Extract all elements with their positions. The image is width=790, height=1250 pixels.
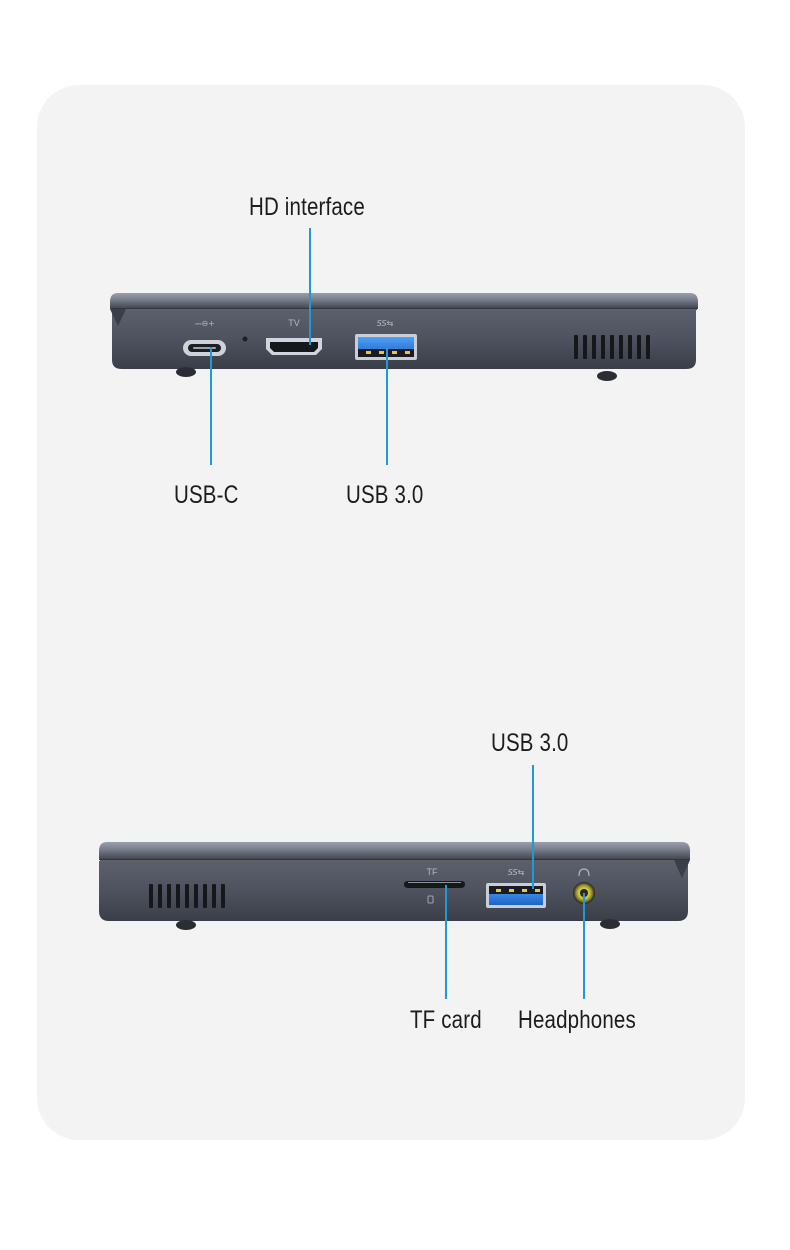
leader-line-headphones [583,893,585,999]
vent-grille-bottom [149,884,225,908]
ss-port-mark: SS⇆ [508,868,525,877]
ss-port-mark: SS⇆ [377,319,394,328]
vent-grille-top [574,335,650,359]
label-usb-c: USB-C [174,481,239,509]
label-usb-30-top: USB 3.0 [346,481,424,509]
leader-line-tf-card [445,885,447,999]
label-hd-interface: HD interface [249,193,365,221]
leader-line-usb-30-top [386,347,388,465]
bottom-device-lid [99,842,690,860]
led-indicator [242,336,248,342]
device-foot [597,371,617,381]
label-usb-30-bottom: USB 3.0 [491,729,569,757]
tf-port-mark: TF [427,867,438,877]
tv-port-mark: TV [288,318,300,328]
background-card [37,85,745,1140]
headphone-icon [578,868,590,877]
device-foot [176,920,196,930]
label-tf-card: TF card [410,1006,482,1034]
top-device-lid [110,293,698,309]
leader-line-usb-c [210,347,212,465]
device-foot [176,367,196,377]
label-headphones: Headphones [518,1006,636,1034]
power-port-mark: ⎓⊖+ [195,319,215,328]
device-foot [600,919,620,929]
leader-line-usb-30-bottom [532,765,534,889]
leader-line-hd-interface [309,228,311,345]
